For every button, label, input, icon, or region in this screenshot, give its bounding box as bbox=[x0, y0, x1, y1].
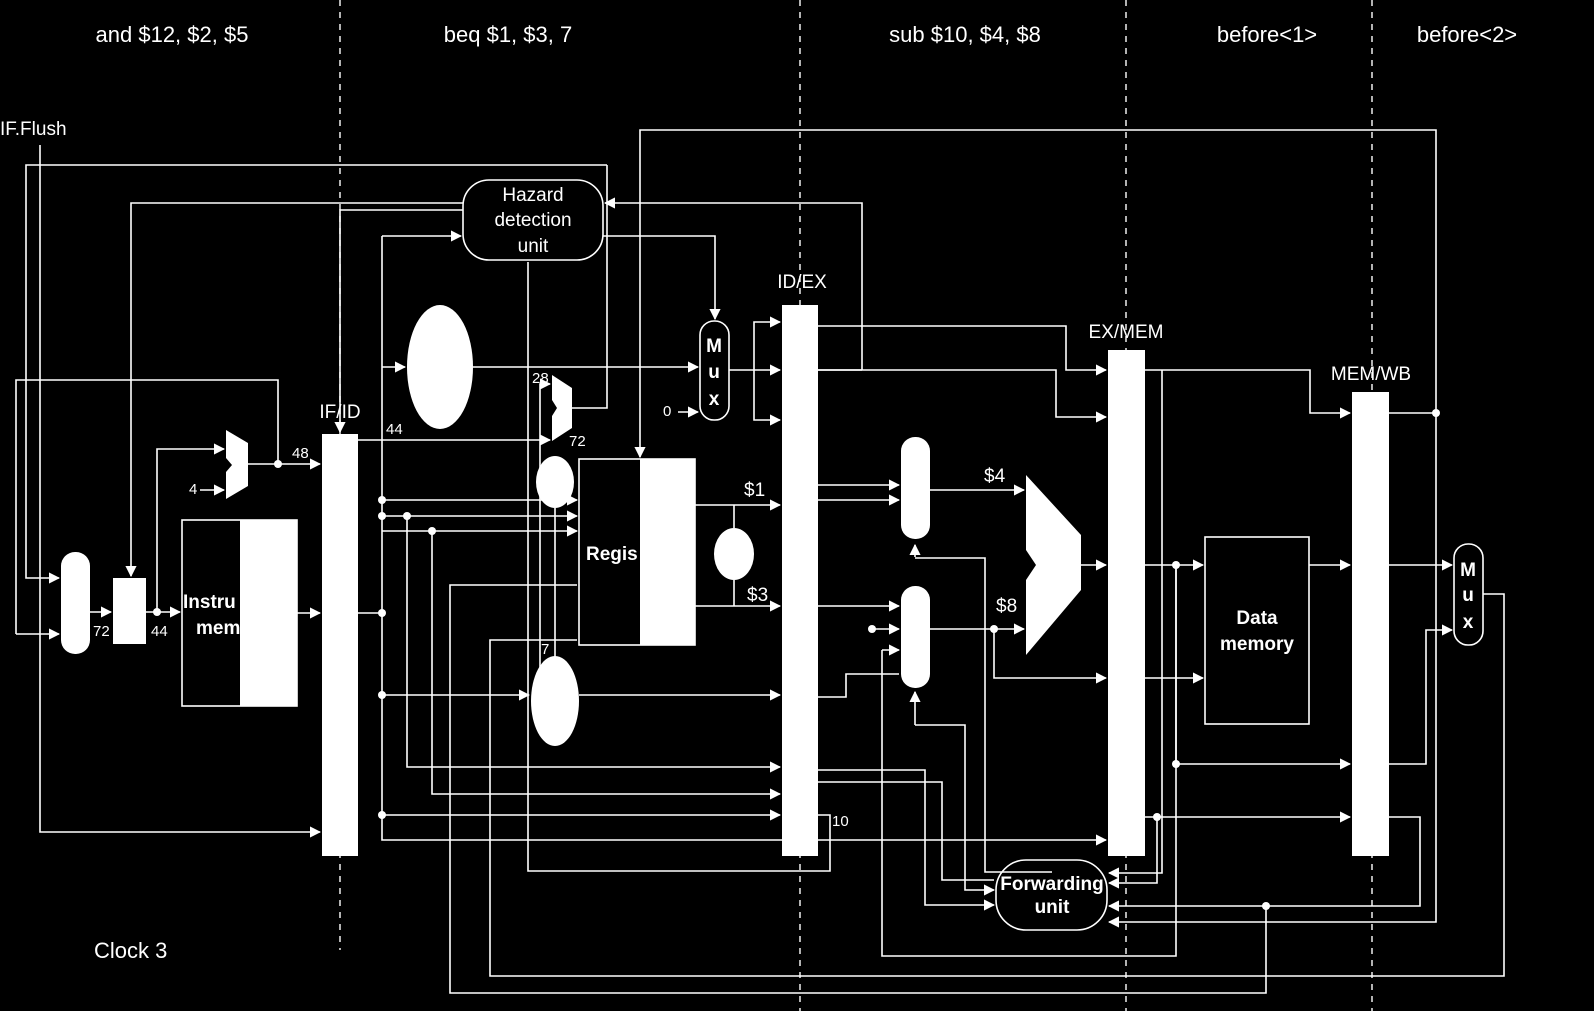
hazard-label-3: unit bbox=[518, 236, 549, 257]
stage-label-if: and $12, $2, $5 bbox=[96, 22, 249, 47]
alu bbox=[1026, 475, 1081, 655]
stage-label-ex: sub $10, $4, $8 bbox=[889, 22, 1041, 47]
ifid-register bbox=[322, 434, 358, 856]
instruction-memory-label-2: mem bbox=[196, 618, 240, 639]
clock-label: Clock 3 bbox=[94, 938, 167, 963]
if-flush-label: IF.Flush bbox=[0, 119, 67, 140]
ifid-pc-value: 48 bbox=[292, 445, 309, 462]
wb-mux-m: M bbox=[1460, 560, 1476, 581]
r8-value: $8 bbox=[996, 596, 1017, 617]
zero-value: 0 bbox=[663, 403, 671, 420]
dest-value: 10 bbox=[832, 813, 849, 830]
shift-left bbox=[536, 456, 574, 508]
wires: 44 bbox=[15, 129, 1505, 994]
imm-value: 7 bbox=[541, 641, 549, 658]
forwarding-label-1: Forwarding bbox=[1000, 874, 1103, 895]
hazard-detection-unit bbox=[462, 179, 604, 261]
stage-label-mem: before<1> bbox=[1217, 22, 1317, 47]
stage-label-wb: before<2> bbox=[1417, 22, 1517, 47]
data-memory bbox=[1204, 536, 1310, 725]
idex-label: ID/EX bbox=[777, 272, 827, 293]
r4-value: $4 bbox=[984, 466, 1006, 487]
stage-label-id: beq $1, $3, 7 bbox=[444, 22, 572, 47]
sign-extend bbox=[531, 656, 579, 746]
pc-plus4-value: 44 bbox=[151, 623, 168, 640]
register-file-label: Regis bbox=[586, 544, 638, 565]
alu-mux-b bbox=[901, 586, 930, 688]
wb-mux-u: u bbox=[1462, 585, 1474, 606]
control-mux-u: u bbox=[708, 362, 720, 383]
branch-adder bbox=[552, 375, 572, 441]
instruction-memory-label-1: Instru bbox=[183, 592, 236, 613]
control-mux-x: x bbox=[709, 389, 720, 410]
forwarding-unit bbox=[995, 859, 1108, 931]
data-memory-label-2: memory bbox=[1220, 634, 1294, 655]
memwb-label: MEM/WB bbox=[1331, 364, 1411, 385]
r3-value: $3 bbox=[747, 585, 768, 606]
pc-mux bbox=[61, 552, 90, 654]
memwb-register bbox=[1352, 392, 1389, 856]
hazard-label-1: Hazard bbox=[502, 185, 563, 206]
forwarding-label-2: unit bbox=[1035, 897, 1070, 918]
alu-mux-a bbox=[901, 437, 930, 539]
pc-value: 72 bbox=[93, 623, 110, 640]
svg-text:44: 44 bbox=[386, 421, 403, 438]
exmem-register bbox=[1108, 350, 1145, 856]
four-value: 4 bbox=[189, 481, 197, 498]
control-unit bbox=[407, 305, 473, 429]
compare-equal bbox=[714, 528, 754, 580]
pc-adder bbox=[226, 430, 248, 499]
control-mux-m: M bbox=[706, 336, 722, 357]
exmem-label: EX/MEM bbox=[1089, 322, 1164, 343]
data-memory-label-1: Data bbox=[1236, 608, 1278, 629]
register-file-fill bbox=[640, 459, 695, 645]
r1-value: $1 bbox=[744, 480, 765, 501]
branch-72-value: 72 bbox=[569, 433, 586, 450]
pc-register bbox=[113, 578, 146, 644]
instruction-memory-fill bbox=[240, 520, 297, 706]
wb-mux-x: x bbox=[1463, 612, 1474, 633]
hazard-label-2: detection bbox=[494, 210, 571, 231]
idex-register bbox=[782, 305, 818, 856]
